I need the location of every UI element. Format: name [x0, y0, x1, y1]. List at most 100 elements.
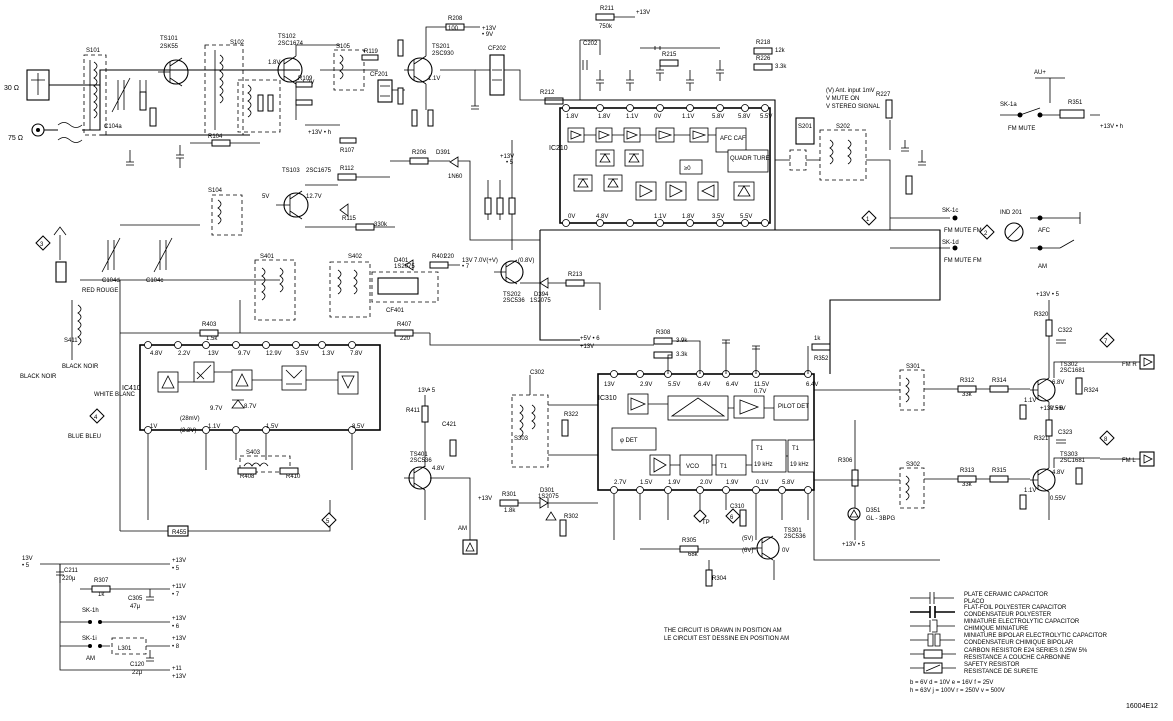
svg-text:+13V: +13V [482, 26, 496, 32]
svg-text:3.5V: 3.5V [296, 351, 308, 357]
svg-text:S102: S102 [230, 40, 245, 46]
svg-text:GL - 3BPG: GL - 3BPG [866, 516, 895, 522]
svg-text:BLACK NOIR: BLACK NOIR [20, 374, 57, 380]
svg-text:RESISTANCE A COUCHE CARBONNE: RESISTANCE A COUCHE CARBONNE [964, 655, 1070, 661]
am-output-label: AM [458, 526, 467, 532]
ts202-stage: TS202 2SC536 7.0V(+V) (0.8V) +13V • 5 R2… [474, 140, 601, 310]
svg-text:R321: R321 [1034, 436, 1049, 442]
svg-text:12.9V: 12.9V [266, 351, 282, 357]
svg-text:R305: R305 [682, 538, 697, 544]
svg-text:(28mV): (28mV) [180, 416, 200, 422]
svg-text:(5V): (5V) [742, 536, 753, 542]
svg-text:4: 4 [94, 415, 98, 421]
svg-text:2.9V: 2.9V [640, 382, 652, 388]
svg-text:SAFETY RESISTOR: SAFETY RESISTOR [964, 662, 1020, 668]
svg-text:R227: R227 [876, 92, 891, 98]
svg-text:2SC536: 2SC536 [410, 458, 432, 464]
svg-text:R407: R407 [397, 322, 412, 328]
svg-text:R411: R411 [406, 408, 421, 414]
svg-text:(V) Ant. input 1mV: (V) Ant. input 1mV [826, 88, 875, 94]
svg-text:1.8V: 1.8V [682, 214, 694, 220]
quadrature-block-label: QUADR TURE [730, 156, 770, 162]
svg-text:2SC536: 2SC536 [503, 298, 525, 304]
cf201-filter [377, 79, 393, 103]
svg-text:CF401: CF401 [386, 308, 405, 314]
footnote-en: THE CIRCUIT IS DRAWN IN POSITION AM [664, 628, 782, 634]
svg-text:1N60: 1N60 [448, 174, 463, 180]
svg-text:(0.8V): (0.8V) [518, 258, 534, 264]
test-point-7: 7 [1099, 332, 1115, 348]
svg-text:R352: R352 [814, 356, 829, 362]
svg-text:MINIATURE BIPOLAR ELECTROLYTIC: MINIATURE BIPOLAR ELECTROLYTIC CAPACITOR [964, 633, 1108, 639]
svg-text:CHIMIQUE MINIATURE: CHIMIQUE MINIATURE [964, 626, 1028, 632]
svg-text:D394: D394 [534, 292, 549, 298]
test-point-6: 6 [725, 508, 741, 524]
svg-text:• 9V: • 9V [482, 32, 493, 38]
switch-sk1a: SK-1a FM MUTE R351 AU+ +13V • h [1000, 70, 1123, 132]
svg-text:7.0V(+V): 7.0V(+V) [474, 258, 498, 264]
ic310-block: IC310 13V 2.9V 5.5V 6.4V 6.4V 11.5V 6.4V… [478, 330, 895, 587]
svg-text:S104: S104 [208, 188, 223, 194]
svg-text:V MUTE ON: V MUTE ON [826, 96, 859, 102]
svg-text:TS101: TS101 [160, 36, 178, 42]
svg-text:7: 7 [1104, 339, 1108, 345]
svg-text:5.5V: 5.5V [668, 382, 680, 388]
svg-text:C305: C305 [128, 596, 143, 602]
drawing-number: 16004E12 [1126, 703, 1158, 710]
svg-text:• 5: • 5 [172, 566, 180, 572]
svg-text:R401: R401 [432, 254, 447, 260]
svg-text:3.5V: 3.5V [712, 214, 724, 220]
svg-text:13V: 13V [462, 258, 473, 264]
svg-text:13V: 13V [604, 382, 615, 388]
component-legend: PLATE CERAMIC CAPACITOR PLACO FLAT-FOIL … [910, 592, 1108, 694]
svg-text:• 8: • 8 [172, 644, 180, 650]
svg-text:R119: R119 [364, 49, 379, 55]
test-point-1: 1 [861, 210, 877, 226]
svg-text:1.1V: 1.1V [654, 214, 666, 220]
svg-text:3: 3 [40, 242, 44, 248]
svg-text:TS202: TS202 [503, 292, 521, 298]
vco-label: VCO [686, 464, 699, 470]
svg-text:3.3k: 3.3k [676, 352, 688, 358]
svg-text:220: 220 [444, 254, 455, 260]
svg-text:2SC930: 2SC930 [432, 51, 454, 57]
svg-text:CONDENSATEUR POLYESTER: CONDENSATEUR POLYESTER [964, 612, 1052, 618]
ic410-outline [139, 344, 381, 431]
svg-text:R211: R211 [600, 6, 615, 12]
svg-text:220: 220 [400, 336, 411, 342]
svg-text:+13V • h: +13V • h [308, 130, 331, 136]
t1-label-3: T1 [792, 446, 800, 452]
test-point-8: 8 [1099, 430, 1115, 446]
svg-text:C104a: C104a [104, 124, 122, 130]
svg-text:1S2075: 1S2075 [394, 264, 415, 270]
svg-text:D391: D391 [436, 150, 451, 156]
svg-text:TS102: TS102 [278, 34, 296, 40]
svg-text:4.8V: 4.8V [596, 214, 608, 220]
svg-text:+13V: +13V [172, 636, 186, 642]
svg-text:1.1V: 1.1V [682, 114, 694, 120]
ts201-stage: TS201 2SC930 1.1V R208 100 +13V • 9V CF2… [397, 16, 545, 127]
svg-text:D351: D351 [866, 508, 881, 514]
svg-text:0V: 0V [568, 214, 575, 220]
svg-text:R351: R351 [1068, 100, 1083, 106]
svg-text:+11V: +11V [172, 584, 186, 590]
svg-text:22μ: 22μ [132, 670, 143, 676]
svg-text:6.4V: 6.4V [806, 382, 818, 388]
svg-text:68k: 68k [688, 552, 699, 558]
ic310-label: IC310 [598, 395, 617, 402]
svg-text:1.5k: 1.5k [206, 336, 218, 342]
svg-text:SK-1c: SK-1c [942, 208, 958, 214]
svg-text:1.5V: 1.5V [640, 480, 652, 486]
svg-text:CF201: CF201 [370, 72, 389, 78]
svg-text:CARBON RESISTOR E24 SERIES 0.: CARBON RESISTOR E24 SERIES 0.25W 5% [964, 648, 1088, 654]
ic210-label: IC210 [549, 145, 568, 152]
svg-text:8.7V: 8.7V [244, 404, 256, 410]
svg-text:TP: TP [702, 520, 710, 526]
svg-text:13V: 13V [22, 556, 33, 562]
svg-text:FLAT-FOIL POLYESTER CAPACITOR: FLAT-FOIL POLYESTER CAPACITOR [964, 605, 1067, 611]
voltage-codes-row2: h = 63V j = 100V r = 250V v = 500V [910, 688, 1005, 694]
svg-text:6.8V: 6.8V [1052, 380, 1064, 386]
fm-front-end: 30 Ω 75 Ω S101 C104a TS101 2SK55 S102 R1… [4, 36, 300, 168]
svg-text:5.8V: 5.8V [712, 114, 724, 120]
